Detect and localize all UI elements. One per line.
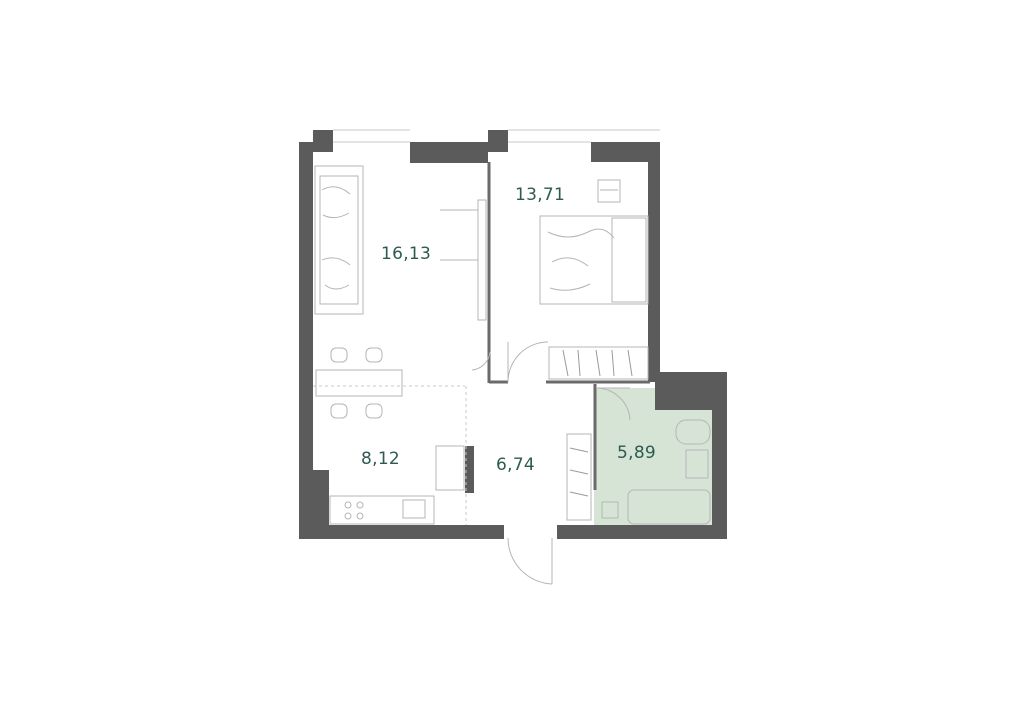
bathroom-fixtures (601, 419, 711, 525)
bathroom-area: 5,89 (617, 443, 656, 463)
exterior-walls (299, 130, 727, 539)
kitchen-area: 8,12 (361, 449, 400, 469)
zone-dividers (313, 385, 467, 525)
hallway-area: 6,74 (496, 455, 535, 475)
tv-wall-unit (440, 199, 487, 321)
interior-walls (487, 162, 650, 490)
bed (539, 215, 649, 305)
dining-table (315, 347, 403, 419)
wardrobe (548, 346, 649, 380)
bedroom-area: 13,71 (515, 185, 565, 205)
living-room-area: 16,13 (381, 244, 431, 264)
windows (333, 129, 660, 143)
nightstand (597, 179, 621, 203)
kitchen-counter (329, 445, 465, 525)
hallway-wardrobe (566, 433, 592, 521)
sofa (314, 165, 364, 315)
doors (471, 341, 631, 585)
